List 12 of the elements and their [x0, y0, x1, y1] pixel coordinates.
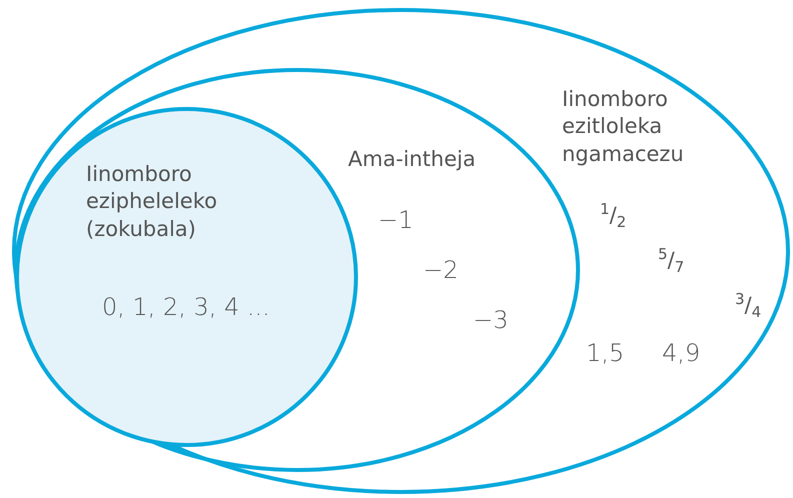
set-label: Iinomboro ezipheleleko (zokubala): [86, 161, 218, 243]
number-label: 0, 1, 2, 3, 4 ...: [102, 292, 270, 323]
set-label: Iinomboro ezitloleka ngamacezu: [562, 86, 685, 168]
number-label: 1,5: [586, 338, 624, 369]
number-label: 4,9: [662, 338, 700, 369]
set-label: Ama-intheja: [348, 146, 477, 173]
number-label: −1: [378, 205, 414, 236]
number-label: $^{1}$/$_{2}$: [600, 200, 626, 233]
number-label: −3: [473, 305, 508, 336]
number-label: −2: [423, 255, 458, 286]
number-label: $^{3}$/$_{4}$: [735, 290, 762, 323]
number-label: $^{5}$/$_{7}$: [658, 245, 684, 278]
